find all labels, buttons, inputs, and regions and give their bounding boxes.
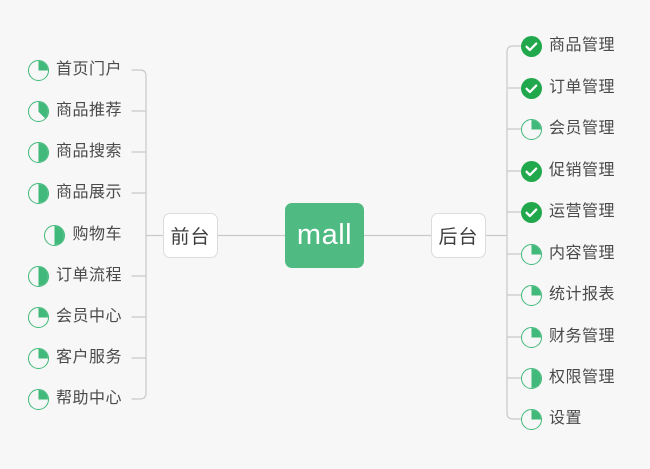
leaf-item-label: 首页门户 bbox=[55, 61, 122, 78]
pie-progress-icon bbox=[27, 306, 49, 328]
leaf-item-backend-1[interactable]: 订单管理 bbox=[521, 73, 650, 103]
leaf-item-label: 运营管理 bbox=[549, 203, 616, 220]
leaf-item-label: 统计报表 bbox=[549, 286, 616, 303]
leaf-item-frontend-5[interactable]: 订单流程 bbox=[0, 261, 132, 291]
pie-progress-icon bbox=[27, 182, 49, 204]
check-circle-icon bbox=[521, 35, 542, 57]
leaf-item-frontend-7[interactable]: 客户服务 bbox=[0, 343, 132, 373]
leaf-item-label: 订单管理 bbox=[549, 79, 616, 96]
leaf-item-label: 商品搜索 bbox=[55, 143, 122, 160]
branch-node-frontend[interactable]: 前台 bbox=[163, 213, 218, 258]
connector-line bbox=[131, 69, 147, 77]
check-circle-icon bbox=[521, 77, 542, 99]
leaf-item-backend-4[interactable]: 运营管理 bbox=[521, 197, 650, 227]
leaf-item-backend-3[interactable]: 促销管理 bbox=[521, 156, 650, 186]
connector-line bbox=[506, 45, 522, 53]
leaf-item-backend-2[interactable]: 会员管理 bbox=[521, 114, 650, 144]
leaf-item-frontend-6[interactable]: 会员中心 bbox=[0, 302, 132, 332]
leaf-item-label: 帮助中心 bbox=[55, 390, 122, 407]
leaf-item-frontend-4[interactable]: 购物车 bbox=[0, 220, 132, 250]
leaf-item-label: 订单流程 bbox=[55, 267, 122, 284]
pie-progress-icon bbox=[521, 284, 542, 306]
pie-progress-icon bbox=[27, 59, 49, 81]
leaf-item-label: 内容管理 bbox=[549, 245, 616, 262]
leaf-item-label: 促销管理 bbox=[549, 162, 616, 179]
root-node-mall[interactable]: mall bbox=[285, 203, 364, 268]
branch-node-backend[interactable]: 后台 bbox=[431, 213, 486, 258]
leaf-item-label: 购物车 bbox=[72, 226, 122, 243]
connector-line bbox=[131, 392, 147, 400]
pie-progress-icon bbox=[27, 347, 49, 369]
leaf-item-backend-5[interactable]: 内容管理 bbox=[521, 239, 650, 269]
leaf-item-label: 会员管理 bbox=[549, 120, 616, 137]
leaf-item-backend-8[interactable]: 权限管理 bbox=[521, 363, 650, 393]
leaf-item-label: 会员中心 bbox=[55, 308, 122, 325]
pie-progress-icon bbox=[521, 118, 542, 140]
leaf-item-frontend-0[interactable]: 首页门户 bbox=[0, 55, 132, 85]
leaf-item-label: 客户服务 bbox=[55, 349, 122, 366]
leaf-item-backend-6[interactable]: 统计报表 bbox=[521, 280, 650, 310]
check-circle-icon bbox=[521, 201, 542, 223]
check-circle-icon bbox=[521, 160, 542, 182]
pie-progress-icon bbox=[27, 388, 49, 410]
leaf-item-frontend-3[interactable]: 商品展示 bbox=[0, 178, 132, 208]
pie-progress-icon bbox=[44, 224, 66, 246]
leaf-item-label: 商品推荐 bbox=[55, 102, 122, 119]
leaf-item-frontend-8[interactable]: 帮助中心 bbox=[0, 384, 132, 414]
leaf-item-backend-9[interactable]: 设置 bbox=[521, 404, 650, 434]
leaf-item-label: 设置 bbox=[549, 410, 583, 427]
leaf-item-backend-7[interactable]: 财务管理 bbox=[521, 322, 650, 352]
pie-progress-icon bbox=[521, 243, 542, 265]
leaf-item-label: 财务管理 bbox=[549, 328, 616, 345]
leaf-item-label: 权限管理 bbox=[549, 369, 616, 386]
connector-line bbox=[506, 412, 522, 420]
leaf-item-label: 商品管理 bbox=[549, 37, 616, 54]
leaf-item-frontend-1[interactable]: 商品推荐 bbox=[0, 96, 132, 126]
leaf-item-frontend-2[interactable]: 商品搜索 bbox=[0, 137, 132, 167]
leaf-item-backend-0[interactable]: 商品管理 bbox=[521, 31, 650, 61]
pie-progress-icon bbox=[27, 141, 49, 163]
pie-progress-icon bbox=[521, 367, 542, 389]
leaf-item-label: 商品展示 bbox=[55, 184, 122, 201]
pie-progress-icon bbox=[521, 326, 542, 348]
pie-progress-icon bbox=[521, 408, 542, 430]
pie-progress-icon bbox=[27, 100, 49, 122]
pie-progress-icon bbox=[27, 265, 49, 287]
